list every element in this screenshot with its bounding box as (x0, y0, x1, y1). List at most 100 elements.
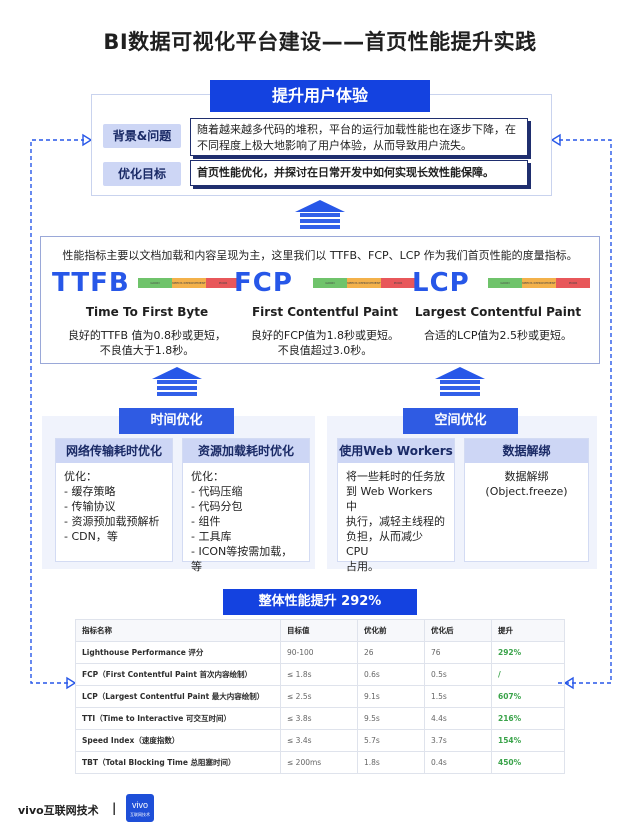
improvement-cell: 607% (491, 685, 565, 708)
left-connector-line (30, 139, 84, 684)
ttfb-desc-line2: 不良值大于1.8秒。 (99, 344, 195, 357)
column-header: 提升 (491, 619, 565, 642)
up-arrow-icon (152, 367, 202, 398)
card-title: 数据解绑 (465, 439, 588, 463)
fcp-desc-line1: 良好的FCP值为1.8秒或更短。 (250, 329, 400, 342)
goal-description: 首页性能优化，并探讨在日常开发中如何实现长效性能保障。 (190, 160, 528, 186)
scale-good: GOOD (488, 278, 522, 288)
card-line: - 代码压缩 (191, 485, 243, 498)
card-title: 资源加载耗时优化 (183, 439, 309, 463)
card-line: 负担，从而减少 CPU (346, 530, 423, 558)
metric-cell: Lighthouse Performance 评分 (75, 641, 281, 664)
card-line: - 传输协议 (64, 500, 116, 513)
improvement-cell: 154% (491, 729, 565, 752)
scale-needs-improvement: NEEDS IMPROVEMENT (172, 278, 206, 288)
goal-tag: 优化目标 (103, 162, 181, 186)
before-cell: 1.8s (357, 751, 425, 774)
data-unbind-card: 数据解绑 数据解绑 (Object.freeze) (464, 438, 589, 562)
right-connector-line (558, 139, 612, 684)
improvement-cell: 292% (491, 641, 565, 664)
background-description: 随着越来越多代码的堆积，平台的运行加载性能也在逐步下降，在不同程度上极大地影响了… (190, 118, 528, 156)
card-line: 到 Web Workers 中 (346, 485, 433, 513)
card-line: - 工具库 (191, 530, 232, 543)
scale-good: GOOD (313, 278, 347, 288)
vivo-logo: vivo 互联网技术 (126, 794, 154, 822)
up-arrow-icon (295, 200, 345, 231)
card-line: (Object.freeze) (485, 485, 568, 498)
scale-needs-improvement: NEEDS IMPROVEMENT (522, 278, 556, 288)
up-arrow-icon (435, 367, 485, 398)
ttfb-name: Time To First Byte (85, 305, 209, 319)
lcp-abbr: LCP (412, 268, 470, 298)
table-header-row: 指标名称 目标值 优化前 优化后 提升 (75, 619, 565, 642)
lcp-desc-line1: 合适的LCP值为2.5秒或更短。 (424, 329, 572, 342)
table-row: TTI（Time to Interactive 可交互时间） ≤ 3.8s 9.… (75, 707, 565, 730)
after-cell: 0.5s (424, 663, 492, 686)
before-cell: 5.7s (357, 729, 425, 752)
left-bottom-arrowhead-icon (66, 676, 77, 690)
column-header: 目标值 (280, 619, 358, 642)
card-title: 使用Web Workers (338, 439, 454, 463)
metric-cell: TTI（Time to Interactive 可交互时间） (75, 707, 281, 730)
network-optimization-card: 网络传输耗时优化 优化： - 缓存策略 - 传输协议 - 资源预加载预解析 - … (55, 438, 173, 562)
target-cell: ≤ 2.5s (280, 685, 358, 708)
table-row: TBT（Total Blocking Time 总阻塞时间） ≤ 200ms 1… (75, 751, 565, 774)
target-cell: ≤ 3.4s (280, 729, 358, 752)
scale-poor: POOR (206, 278, 240, 288)
total-improvement-header: 整体性能提升 292% (223, 589, 417, 615)
ttfb-abbr: TTFB (52, 268, 130, 298)
card-line: 优化： (191, 470, 224, 483)
user-experience-header: 提升用户体验 (210, 80, 430, 112)
scale-poor: POOR (381, 278, 415, 288)
lcp-name: Largest Contentful Paint (414, 305, 582, 319)
card-title: 网络传输耗时优化 (56, 439, 172, 463)
fcp-name: First Contentful Paint (251, 305, 399, 319)
card-line: 执行，减轻主线程的 (346, 515, 445, 528)
improvement-cell: / (491, 663, 565, 686)
space-optimization-title: 空间优化 (403, 408, 518, 434)
background-tag: 背景&问题 (103, 124, 181, 148)
before-cell: 9.1s (357, 685, 425, 708)
card-line: - ICON等按需加载，等 (191, 545, 293, 573)
improvement-cell: 450% (491, 751, 565, 774)
left-arrowhead-icon (82, 133, 93, 147)
after-cell: 76 (424, 641, 492, 664)
card-line: - 代码分包 (191, 500, 243, 513)
before-cell: 0.6s (357, 663, 425, 686)
page-title: BI数据可视化平台建设——首页性能提升实践 (103, 30, 537, 54)
card-line: 占用。 (346, 560, 379, 573)
before-cell: 9.5s (357, 707, 425, 730)
performance-table: 指标名称 目标值 优化前 优化后 提升 Lighthouse Performan… (75, 619, 565, 774)
logo-sub: 互联网技术 (130, 812, 150, 817)
card-line: 将一些耗时的任务放 (346, 470, 445, 483)
table-row: Speed Index（速度指数） ≤ 3.4s 5.7s 3.7s 154% (75, 729, 565, 752)
metric-cell: LCP（Largest Contentful Paint 最大内容绘制） (75, 685, 281, 708)
footer-separator: | (112, 801, 117, 815)
table-row: LCP（Largest Contentful Paint 最大内容绘制） ≤ 2… (75, 685, 565, 708)
after-cell: 0.4s (424, 751, 492, 774)
metric-cell: FCP（First Contentful Paint 首次内容绘制） (75, 663, 281, 686)
metric-cell: TBT（Total Blocking Time 总阻塞时间） (75, 751, 281, 774)
logo-word: vivo (131, 800, 148, 810)
ttfb-scale: GOOD NEEDS IMPROVEMENT POOR (138, 278, 240, 288)
target-cell: ≤ 3.8s (280, 707, 358, 730)
card-line: - 资源预加载预解析 (64, 515, 160, 528)
fcp-scale: GOOD NEEDS IMPROVEMENT POOR (313, 278, 415, 288)
metrics-intro: 性能指标主要以文档加载和内容呈现为主，这里我们以 TTFB、FCP、LCP 作为… (62, 249, 578, 262)
card-line: - 组件 (191, 515, 221, 528)
web-workers-card: 使用Web Workers 将一些耗时的任务放 到 Web Workers 中 … (337, 438, 455, 573)
fcp-desc-line2: 不良值超过3.0秒。 (277, 344, 373, 357)
table-row: FCP（First Contentful Paint 首次内容绘制） ≤ 1.8… (75, 663, 565, 686)
table-row: Lighthouse Performance 评分 90-100 26 76 2… (75, 641, 565, 664)
right-arrowhead-icon (550, 133, 561, 147)
scale-good: GOOD (138, 278, 172, 288)
lcp-scale: GOOD NEEDS IMPROVEMENT POOR (488, 278, 590, 288)
after-cell: 4.4s (424, 707, 492, 730)
column-header: 优化后 (424, 619, 492, 642)
target-cell: 90-100 (280, 641, 358, 664)
after-cell: 3.7s (424, 729, 492, 752)
metric-cell: Speed Index（速度指数） (75, 729, 281, 752)
metrics-frame (40, 236, 600, 364)
card-line: 数据解绑 (504, 470, 549, 483)
